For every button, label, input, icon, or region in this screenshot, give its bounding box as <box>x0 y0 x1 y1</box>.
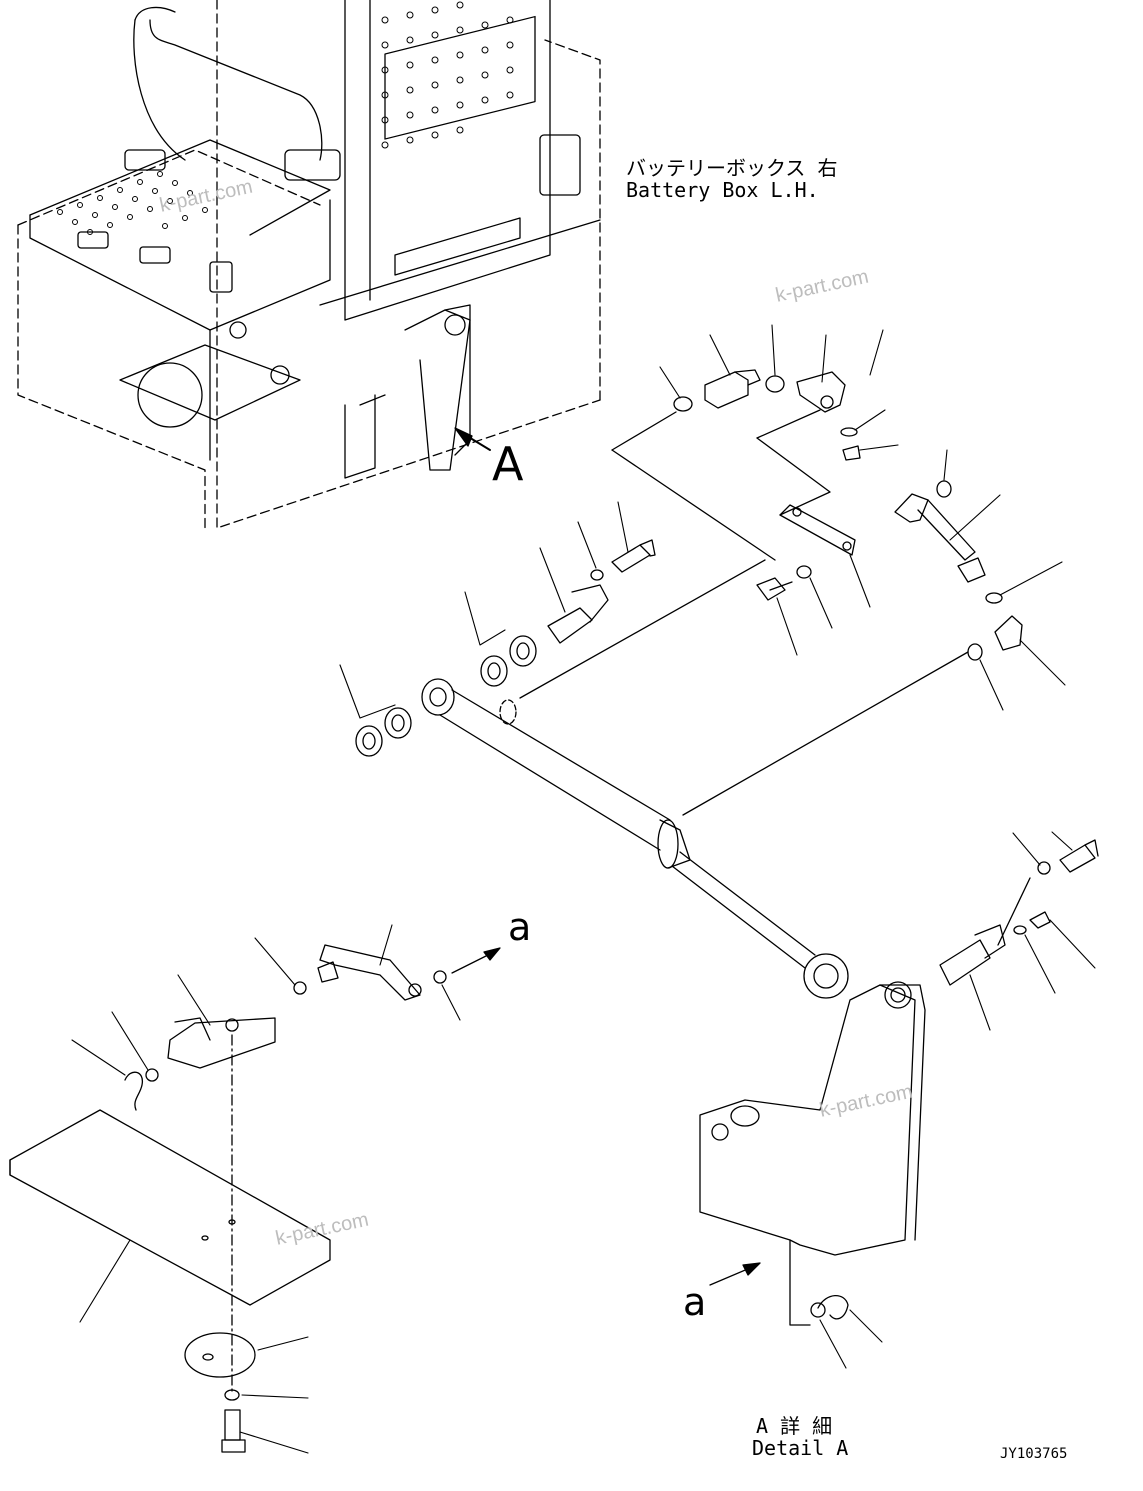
view-arrow <box>454 427 491 451</box>
grease-fitting-cluster <box>519 369 1023 816</box>
pin-and-washers <box>355 539 656 757</box>
leader-lines <box>71 324 1096 1454</box>
machine-frame <box>17 0 601 531</box>
hydraulic-cylinder <box>421 678 849 999</box>
detail-label-en: Detail A <box>752 1436 849 1460</box>
drawing-number: JY103765 <box>1000 1446 1068 1462</box>
view-arrow-label: A <box>492 437 524 491</box>
battery-box-label-en: Battery Box L.H. <box>626 178 819 202</box>
ref-a-bottom-label: a <box>683 1280 707 1324</box>
ref-arrow-a-top <box>451 947 501 974</box>
battery-box-label-jp: バッテリーボックス 右 <box>626 156 838 180</box>
cover-plate-assembly <box>9 944 447 1453</box>
mounting-bracket <box>699 839 1099 1326</box>
ref-arrow-a-bottom <box>709 1262 761 1286</box>
detail-label-jp: A 詳 細 <box>756 1414 833 1438</box>
ref-a-top-label: a <box>508 905 532 949</box>
